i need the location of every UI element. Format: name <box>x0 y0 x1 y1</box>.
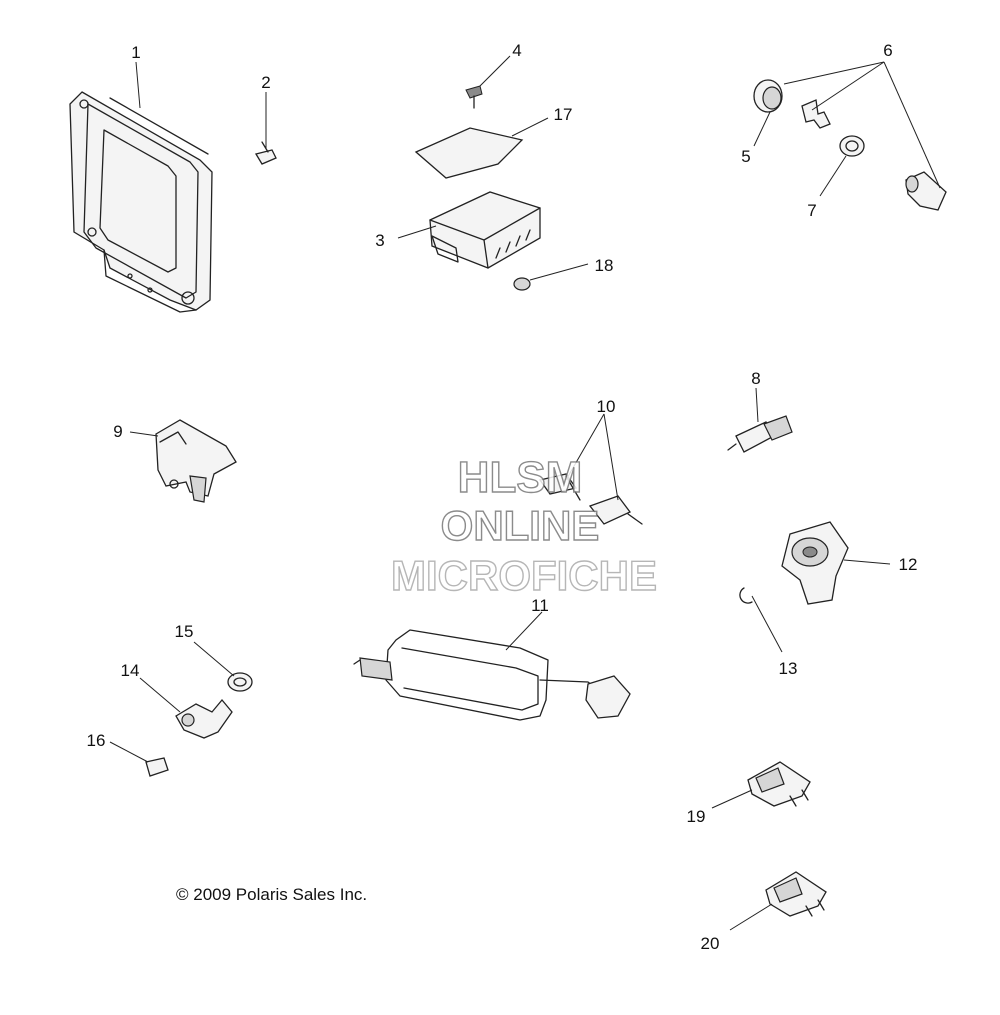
part-2-bolt <box>254 141 277 165</box>
watermark: HLSM ONLINE MICROFICHE <box>390 452 657 599</box>
callout-14: 14 <box>121 661 140 680</box>
part-10-bulb-b <box>588 495 643 525</box>
callout-7: 7 <box>807 201 816 220</box>
callout-15: 15 <box>175 622 194 641</box>
callout-3: 3 <box>375 231 384 250</box>
part-5-switch-cap <box>753 79 783 113</box>
callout-13: 13 <box>779 659 798 678</box>
watermark-line-3: MICROFICHE <box>391 552 657 599</box>
callout-9: 9 <box>113 422 122 441</box>
part-13-clip <box>739 587 753 604</box>
part-8-sensor <box>727 415 793 453</box>
callout-18: 18 <box>595 256 614 275</box>
part-6-ignition-switch <box>905 171 947 211</box>
part-4-screw <box>465 85 483 109</box>
watermark-line-1: HLSM <box>458 453 583 502</box>
callout-12: 12 <box>899 555 918 574</box>
callout-8: 8 <box>751 369 760 388</box>
part-17-gasket-plate <box>414 127 524 179</box>
callout-5: 5 <box>741 147 750 166</box>
callout-4: 4 <box>512 41 521 60</box>
copyright-notice: © 2009 Polaris Sales Inc. <box>176 885 367 904</box>
callout-20: 20 <box>701 934 720 953</box>
part-16-bolt <box>145 757 169 777</box>
part-19-rocker-switch <box>747 761 811 807</box>
callout-17: 17 <box>554 105 573 124</box>
part-7-washer <box>839 135 865 157</box>
callout-19: 19 <box>687 807 706 826</box>
part-6-key <box>801 99 831 129</box>
watermark-line-2: ONLINE <box>441 502 600 549</box>
part-3-module <box>429 191 541 269</box>
part-1-ecu-module <box>69 91 213 313</box>
callout-11: 11 <box>531 596 549 615</box>
part-14-sensor <box>175 698 233 739</box>
part-9-sensor <box>155 419 237 503</box>
callout-10: 10 <box>597 397 616 416</box>
part-18-nut <box>513 277 531 291</box>
part-12-knock-sensor <box>781 521 849 605</box>
callout-6: 6 <box>883 41 892 60</box>
part-11-switch-harness <box>353 629 631 721</box>
callout-2: 2 <box>261 73 270 92</box>
part-20-rocker-switch <box>765 871 827 917</box>
callout-1: 1 <box>131 43 140 62</box>
part-15-o-ring <box>227 672 253 692</box>
callout-16: 16 <box>87 731 106 750</box>
